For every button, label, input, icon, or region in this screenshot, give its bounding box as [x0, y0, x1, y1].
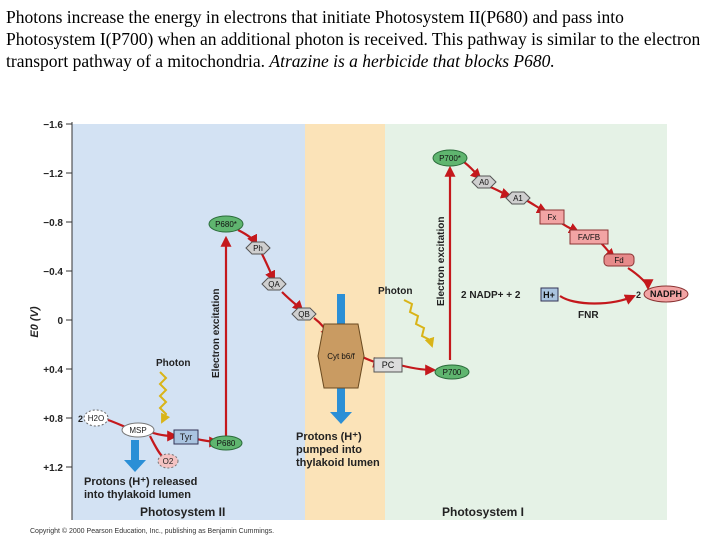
excitation-label-ps1: Electron excitation: [436, 217, 447, 306]
copyright: Copyright © 2000 Pearson Education, Inc.…: [30, 527, 274, 535]
fafb-label: FA/FB: [578, 233, 600, 242]
protons-released-line1: Protons (H⁺) released: [84, 476, 197, 488]
fx-label: Fx: [548, 213, 557, 222]
fd-label: Fd: [614, 256, 623, 265]
a1-label: A1: [513, 194, 523, 203]
axis-label: E0 (V): [29, 306, 41, 338]
node-fx: Fx: [540, 210, 564, 224]
node-fafb: FA/FB: [570, 230, 608, 244]
node-a1: A1: [506, 192, 530, 204]
tick-label: 0: [57, 316, 63, 327]
node-msp: MSP: [122, 423, 154, 437]
node-cyt: Cyt b6/f: [318, 324, 364, 388]
node-qa: QA: [262, 278, 286, 290]
photon-label: Photon: [156, 358, 190, 369]
node-o2: O2: [158, 454, 178, 468]
ph-label: Ph: [253, 244, 263, 253]
node-qb: QB: [292, 308, 316, 320]
node-pc: PC: [374, 358, 402, 372]
y-axis: −1.6 −1.2 −0.8 −0.4 0 +0.4 +0.8 +1.2 E0 …: [29, 120, 72, 520]
protons-released-line2: into thylakoid lumen: [84, 489, 191, 501]
node-tyr: Tyr: [174, 430, 198, 444]
tyr-label: Tyr: [180, 432, 193, 442]
msp-label: MSP: [129, 426, 146, 435]
tick-label: −0.8: [43, 218, 63, 229]
node-p680-star: P680*: [209, 216, 243, 232]
tick-label: −0.4: [43, 267, 63, 278]
qb-label: QB: [298, 310, 310, 319]
ps2-panel: [72, 124, 305, 520]
p700-label: P700: [443, 368, 462, 377]
p680-star-label: P680*: [215, 220, 237, 229]
node-p700: P700: [435, 365, 469, 379]
proton-arrow-cyt-top: [337, 294, 345, 324]
node-ph: Ph: [246, 242, 270, 254]
protons-pumped-line1: Protons (H⁺): [296, 431, 362, 443]
p680-label: P680: [217, 439, 236, 448]
tick-label: +0.8: [43, 414, 63, 425]
tick-label: −1.6: [43, 120, 63, 131]
stoich-label: 2: [78, 414, 83, 424]
nadp-label: 2 NADP+ + 2: [461, 290, 521, 301]
h2o-label: H2O: [88, 414, 104, 423]
ps1-panel: [385, 124, 667, 520]
protons-released-label: Protons (H⁺) released into thylakoid lum…: [84, 476, 197, 501]
p700-star-label: P700*: [439, 154, 461, 163]
nadph-label: NADPH: [650, 289, 682, 299]
qa-label: QA: [268, 280, 280, 289]
stoich-label: 2: [636, 290, 641, 300]
node-p700-star: P700*: [433, 150, 467, 166]
tick-label: +0.4: [43, 365, 63, 376]
tick-label: −1.2: [43, 169, 63, 180]
cyt-label: Cyt b6/f: [327, 352, 355, 361]
excitation-label-ps2: Electron excitation: [211, 289, 222, 378]
node-fd: Fd: [604, 254, 634, 266]
fnr-label: FNR: [578, 310, 599, 321]
protons-pumped-line3: thylakoid lumen: [296, 457, 380, 469]
ps1-title: Photosystem I: [442, 505, 524, 519]
node-p680: P680: [210, 436, 242, 450]
ps2-title: Photosystem II: [140, 505, 225, 519]
o2-label: O2: [163, 457, 174, 466]
pc-label: PC: [382, 360, 395, 370]
a0-label: A0: [479, 178, 489, 187]
node-a0: A0: [472, 176, 496, 188]
hplus-label: H+: [543, 290, 555, 300]
tick-label: +1.2: [43, 463, 63, 474]
protons-pumped-line2: pumped into: [296, 444, 362, 456]
photon-label: Photon: [378, 286, 412, 297]
